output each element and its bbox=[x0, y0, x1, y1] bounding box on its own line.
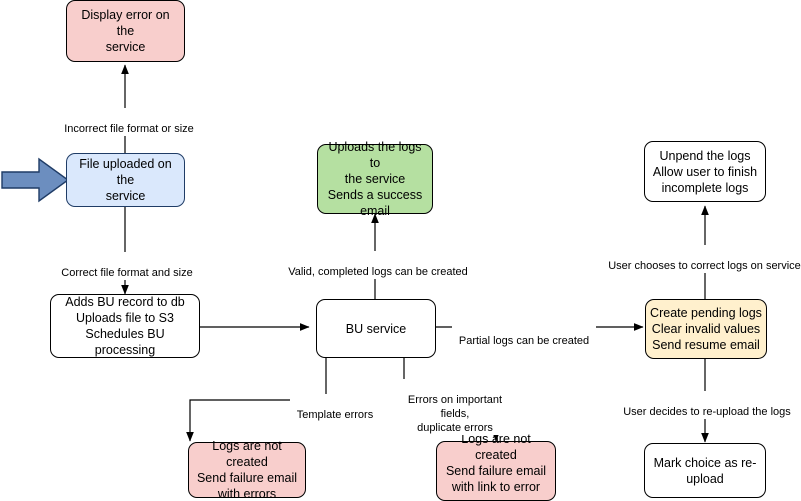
edge-label-user-corrects-text: User chooses to correct logs on service bbox=[608, 260, 801, 272]
node-file-uploaded-label: File uploaded on the service bbox=[79, 157, 172, 203]
node-uploads-logs-label: Uploads the logs to the service Sends a … bbox=[327, 140, 423, 218]
node-bu-service[interactable]: BU service bbox=[316, 299, 436, 358]
node-logs-not-created-link[interactable]: Logs are not created Send failure email … bbox=[436, 432, 556, 501]
edge-label-template-errors-text: Template errors bbox=[296, 409, 374, 421]
edge-label-incorrect-format: Incorrect file format or size bbox=[57, 108, 201, 136]
node-logs-not-created-link-label: Logs are not created Send failure email … bbox=[445, 432, 547, 501]
node-adds-bu-record-label: Adds BU record to db Uploads file to S3 … bbox=[65, 295, 185, 357]
node-create-pending-logs-label: Create pending logs Clear invalid values… bbox=[650, 306, 762, 352]
edge-label-correct-format-text: Correct file format and size bbox=[61, 267, 193, 279]
node-uploads-logs[interactable]: Uploads the logs to the service Sends a … bbox=[317, 140, 433, 218]
blue-input-arrow bbox=[1, 157, 70, 203]
node-display-error[interactable]: Display error on the service bbox=[66, 0, 185, 62]
node-file-uploaded[interactable]: File uploaded on the service bbox=[66, 153, 185, 207]
node-mark-reupload-label: Mark choice as re- upload bbox=[653, 455, 757, 486]
edge-label-user-reupload: User decides to re-upload the logs bbox=[617, 391, 797, 419]
edge-label-user-reupload-text: User decides to re-upload the logs bbox=[623, 406, 791, 418]
node-bu-service-label: BU service bbox=[345, 321, 407, 336]
node-unpend-logs-label: Unpend the logs Allow user to finish inc… bbox=[652, 148, 758, 195]
edge-label-partial-logs-text: Partial logs can be created bbox=[458, 335, 590, 347]
edge-label-incorrect-format-text: Incorrect file format or size bbox=[64, 123, 194, 135]
node-logs-not-created-errors-label: Logs are not created Send failure email … bbox=[196, 439, 298, 501]
edge-label-correct-format: Correct file format and size bbox=[54, 252, 200, 280]
edge-label-valid-logs-text: Valid, completed logs can be created bbox=[288, 266, 468, 278]
edge-label-user-corrects: User chooses to correct logs on service bbox=[604, 245, 801, 273]
node-adds-bu-record[interactable]: Adds BU record to db Uploads file to S3 … bbox=[50, 294, 200, 358]
node-display-error-label: Display error on the service bbox=[81, 8, 170, 54]
edge-label-partial-logs: Partial logs can be created bbox=[452, 320, 596, 348]
node-create-pending-logs[interactable]: Create pending logs Clear invalid values… bbox=[645, 299, 767, 359]
edge-label-important-errors-text: Errors on important fields, duplicate er… bbox=[407, 394, 503, 434]
node-mark-reupload[interactable]: Mark choice as re- upload bbox=[644, 443, 766, 498]
edge-label-template-errors: Template errors bbox=[290, 394, 380, 422]
node-logs-not-created-errors[interactable]: Logs are not created Send failure email … bbox=[188, 439, 306, 501]
edge-label-important-errors: Errors on important fields, duplicate er… bbox=[392, 379, 518, 435]
edge-label-valid-logs: Valid, completed logs can be created bbox=[281, 251, 475, 279]
node-unpend-logs[interactable]: Unpend the logs Allow user to finish inc… bbox=[644, 141, 766, 202]
